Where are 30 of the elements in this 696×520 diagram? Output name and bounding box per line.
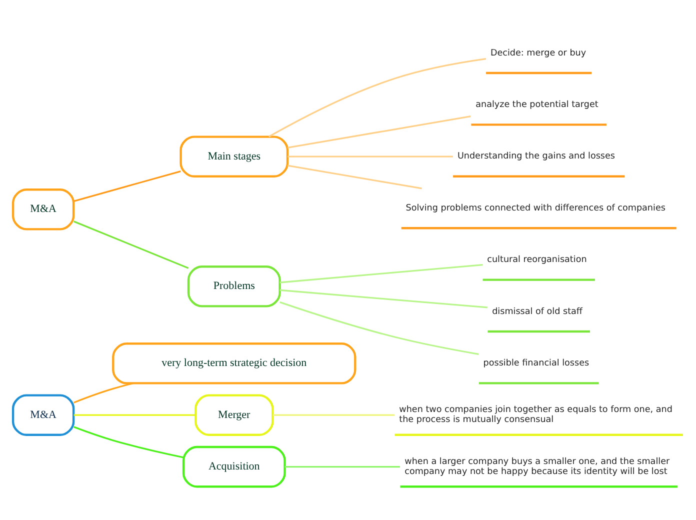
node-box: M&A	[12, 394, 75, 436]
node-text: Understanding the gains and losses	[457, 152, 616, 162]
connector	[280, 301, 479, 355]
connector	[74, 426, 184, 458]
node-text: when two companies join together as equals to form one, and the process is mutually consensual	[399, 405, 672, 426]
connector	[280, 289, 488, 308]
node-box: Acquisition	[182, 446, 286, 488]
connector	[287, 164, 422, 190]
node-box: M&A	[12, 188, 75, 230]
node-text: dismissal of old staff	[492, 306, 582, 317]
node-text: analyze the potential target	[476, 100, 598, 110]
node-text: Decide: merge or buy	[490, 48, 586, 58]
connector	[74, 170, 181, 202]
node-text: when a larger company buys a smaller one, and the smaller company may not be happy because its identity will be lost	[404, 456, 670, 477]
connector	[268, 58, 486, 138]
node-box: Main stages	[180, 136, 289, 178]
connector	[74, 414, 196, 416]
node-text: possible financial losses	[483, 358, 590, 368]
connector	[74, 382, 134, 404]
node-box: very long-term strategic decision	[112, 342, 356, 384]
connector	[287, 116, 471, 148]
connector	[288, 156, 453, 158]
node-box: Problems	[187, 266, 281, 308]
connector	[284, 466, 400, 468]
connector	[280, 264, 483, 284]
node-box: Merger	[194, 394, 274, 436]
connector	[74, 220, 189, 269]
node-text: Solving problems connected with differences of companies	[406, 203, 666, 214]
connector	[272, 414, 394, 416]
node-text: cultural reorganisation	[487, 255, 587, 266]
